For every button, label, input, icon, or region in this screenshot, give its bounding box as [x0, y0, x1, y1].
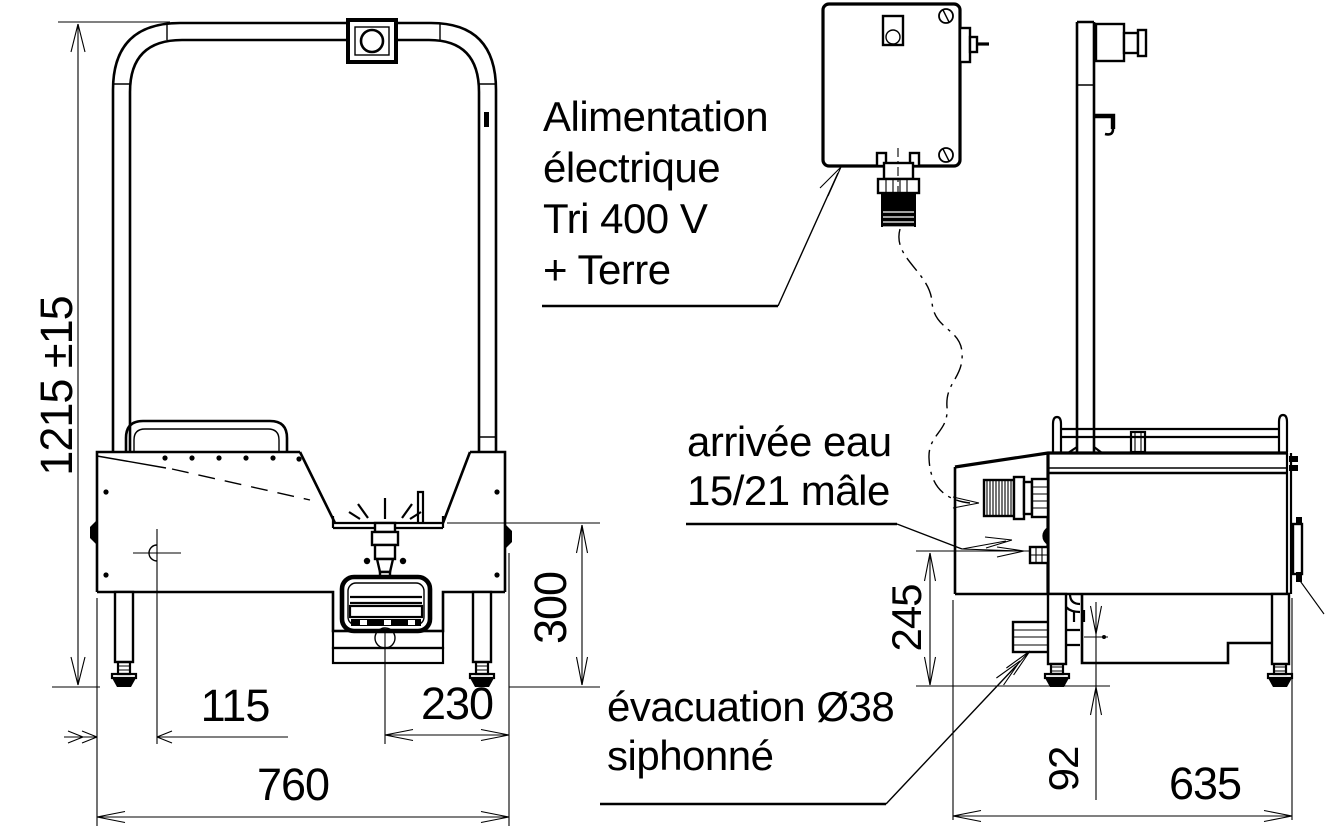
label-water-leader [896, 523, 963, 550]
dim-height-text: 1215 ±15 [31, 296, 82, 475]
side-rail [1051, 413, 1289, 454]
dim-width: 760 [96, 759, 510, 824]
cable-arrow [952, 496, 980, 509]
dim-width-text: 760 [257, 759, 329, 810]
side-post [1067, 20, 1148, 454]
datum-mark [133, 529, 181, 577]
filter-basket [339, 574, 433, 634]
label-power-line1: Alimentation [543, 93, 768, 140]
dim-inlet-height-text: 245 [883, 584, 930, 651]
dim-left-offset: 115 [64, 577, 288, 826]
dim-left-offset-text: 115 [201, 680, 270, 731]
power-cable-dashdot [898, 228, 971, 504]
label-drain-arrows [996, 650, 1031, 686]
inlet-knob [1042, 527, 1048, 545]
label-drain-leader [885, 665, 1017, 805]
front-legs [110, 590, 496, 687]
right-edge-clamp [505, 524, 512, 549]
screw-bottom-icon [938, 147, 954, 163]
rivets [162, 455, 302, 462]
label-water-line2: 15/21 mâle [687, 467, 890, 514]
fold-dashed-line [171, 468, 311, 501]
rear-latch [1291, 517, 1325, 615]
hopper-pipe [416, 490, 425, 523]
label-power: Alimentation électrique Tri 400 V + Terr… [542, 93, 842, 308]
dim-drain-height-text: 92 [1040, 747, 1087, 792]
screw-top-icon [938, 8, 954, 24]
hook [1094, 113, 1116, 129]
machine-body-front [90, 450, 512, 633]
push-handle-frame [111, 21, 498, 452]
label-drain: évacuation Ø38 siphonné [600, 650, 1031, 806]
left-edge-clamp [90, 520, 97, 545]
frame-clip-mark [484, 112, 489, 127]
side-legs [1043, 592, 1294, 687]
label-power-line4: + Terre [543, 246, 671, 293]
dim-height: 1215 ±15 [31, 21, 170, 688]
label-drain-line1: évacuation Ø38 [607, 683, 894, 730]
label-water-line1: arrivée eau [687, 418, 892, 465]
side-view: 245 92 635 [883, 20, 1325, 823]
underbody [1080, 594, 1273, 665]
dim-spout-height: 300 [447, 522, 600, 688]
label-water: arrivée eau 15/21 mâle [686, 418, 1025, 558]
dim-depth-text: 635 [1169, 758, 1241, 809]
dim-depth: 635 [952, 598, 1293, 823]
inner-handle [124, 419, 289, 452]
front-view: 1215 ±15 115 230 760 300 [31, 18, 600, 826]
machine-body-side [953, 451, 1325, 665]
dim-center-offset-text: 230 [421, 678, 493, 729]
label-power-line2: électrique [543, 144, 720, 191]
dim-spout-height-text: 300 [525, 572, 576, 644]
side-lever [958, 26, 989, 64]
label-power-arrow [819, 166, 842, 197]
label-power-line3: Tri 400 V [543, 195, 708, 242]
drain-assembly [1011, 593, 1086, 654]
switch-knob [881, 14, 905, 47]
label-water-arrows [961, 536, 1025, 558]
water-inlet [982, 475, 1050, 565]
mount-hole [359, 28, 385, 54]
dim-inlet-height: 245 [883, 550, 1110, 687]
top-mount-block [346, 18, 398, 64]
dim-drain-height: 92 [1040, 602, 1108, 800]
power-connector [875, 148, 921, 228]
dim-center-offset: 230 [384, 553, 510, 826]
label-drain-line2: siphonné [607, 732, 773, 779]
electrical-box-detail [821, 2, 989, 509]
